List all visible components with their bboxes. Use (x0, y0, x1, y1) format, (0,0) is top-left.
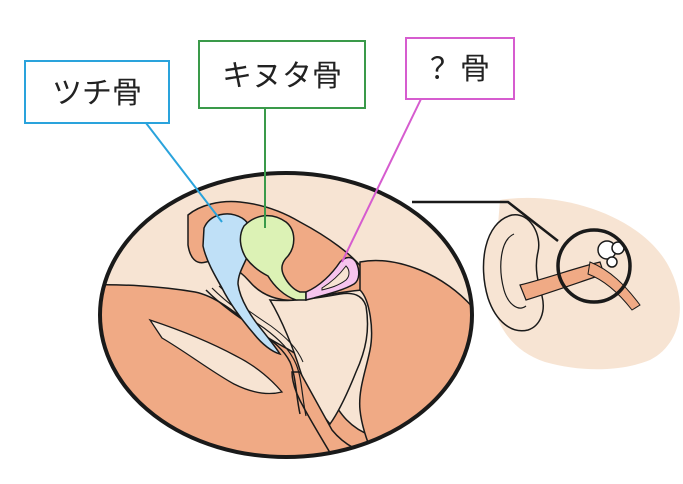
canal-wedge (148, 318, 284, 395)
eardrum-line-1 (205, 289, 301, 415)
malleus-label-text: ツチ骨 (52, 76, 142, 111)
middle-ear-cavity (268, 292, 369, 426)
stapes-leader (341, 98, 422, 263)
magnifier-big-circle (98, 171, 474, 459)
incus-label: キヌタ骨 (198, 40, 366, 109)
pinna-inner (500, 233, 527, 309)
stapes-label: ？骨 (405, 37, 515, 100)
stapes-hole (321, 265, 350, 291)
magnified-middle-ear (100, 173, 472, 457)
incus-label-text: キヌタ骨 (222, 59, 342, 94)
malleus-label-box (24, 60, 170, 124)
magnifier-circle (556, 228, 632, 304)
malleus-leader (145, 122, 223, 223)
ear-icon (482, 197, 680, 370)
inner-tube (587, 261, 641, 311)
pinna (482, 214, 544, 332)
zoom-connector (412, 200, 559, 242)
incus-shape (239, 214, 307, 301)
stapes-label-box (405, 37, 515, 100)
malleus-label: ツチ骨 (24, 60, 170, 124)
incus-label-box (198, 40, 366, 109)
canal-small-2 (606, 256, 618, 268)
stapes-label-text: ？骨 (430, 52, 490, 87)
